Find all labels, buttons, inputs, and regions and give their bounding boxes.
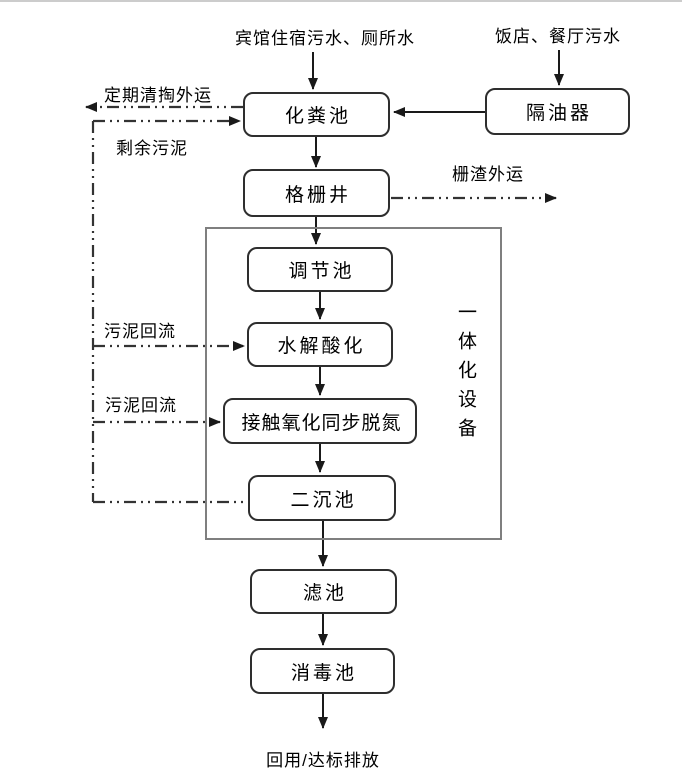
node-disinfection-tank: 消毒池 bbox=[250, 648, 395, 694]
node-contact-oxidation-denitrification: 接触氧化同步脱氮 bbox=[223, 398, 417, 444]
label-outlet-discharge: 回用/达标排放 bbox=[266, 751, 380, 770]
label-excess-sludge: 剩余污泥 bbox=[116, 139, 188, 158]
node-secondary-sedimentation: 二沉池 bbox=[248, 475, 396, 521]
node-grid-well: 格栅井 bbox=[243, 169, 390, 217]
source-label-hotel-sewage: 宾馆住宿污水、厕所水 bbox=[235, 29, 415, 48]
top-divider-rule bbox=[0, 0, 682, 2]
node-regulating-tank: 调节池 bbox=[247, 247, 393, 292]
label-sludge-return-lower: 污泥回流 bbox=[105, 396, 177, 415]
integrated-equipment-container bbox=[205, 227, 502, 540]
node-hydrolysis-acidification: 水解酸化 bbox=[247, 322, 393, 367]
label-periodic-cleanout: 定期清掏外运 bbox=[104, 86, 212, 105]
node-septic-tank: 化粪池 bbox=[243, 92, 390, 137]
integrated-equipment-label: 一体化设备 bbox=[455, 302, 476, 447]
label-sludge-return-upper: 污泥回流 bbox=[104, 322, 176, 341]
node-filter-tank: 滤池 bbox=[250, 569, 397, 614]
node-oil-separator: 隔油器 bbox=[485, 88, 630, 135]
source-label-restaurant-sewage: 饭店、餐厅污水 bbox=[495, 27, 621, 46]
label-screenings-removal: 栅渣外运 bbox=[452, 165, 524, 184]
